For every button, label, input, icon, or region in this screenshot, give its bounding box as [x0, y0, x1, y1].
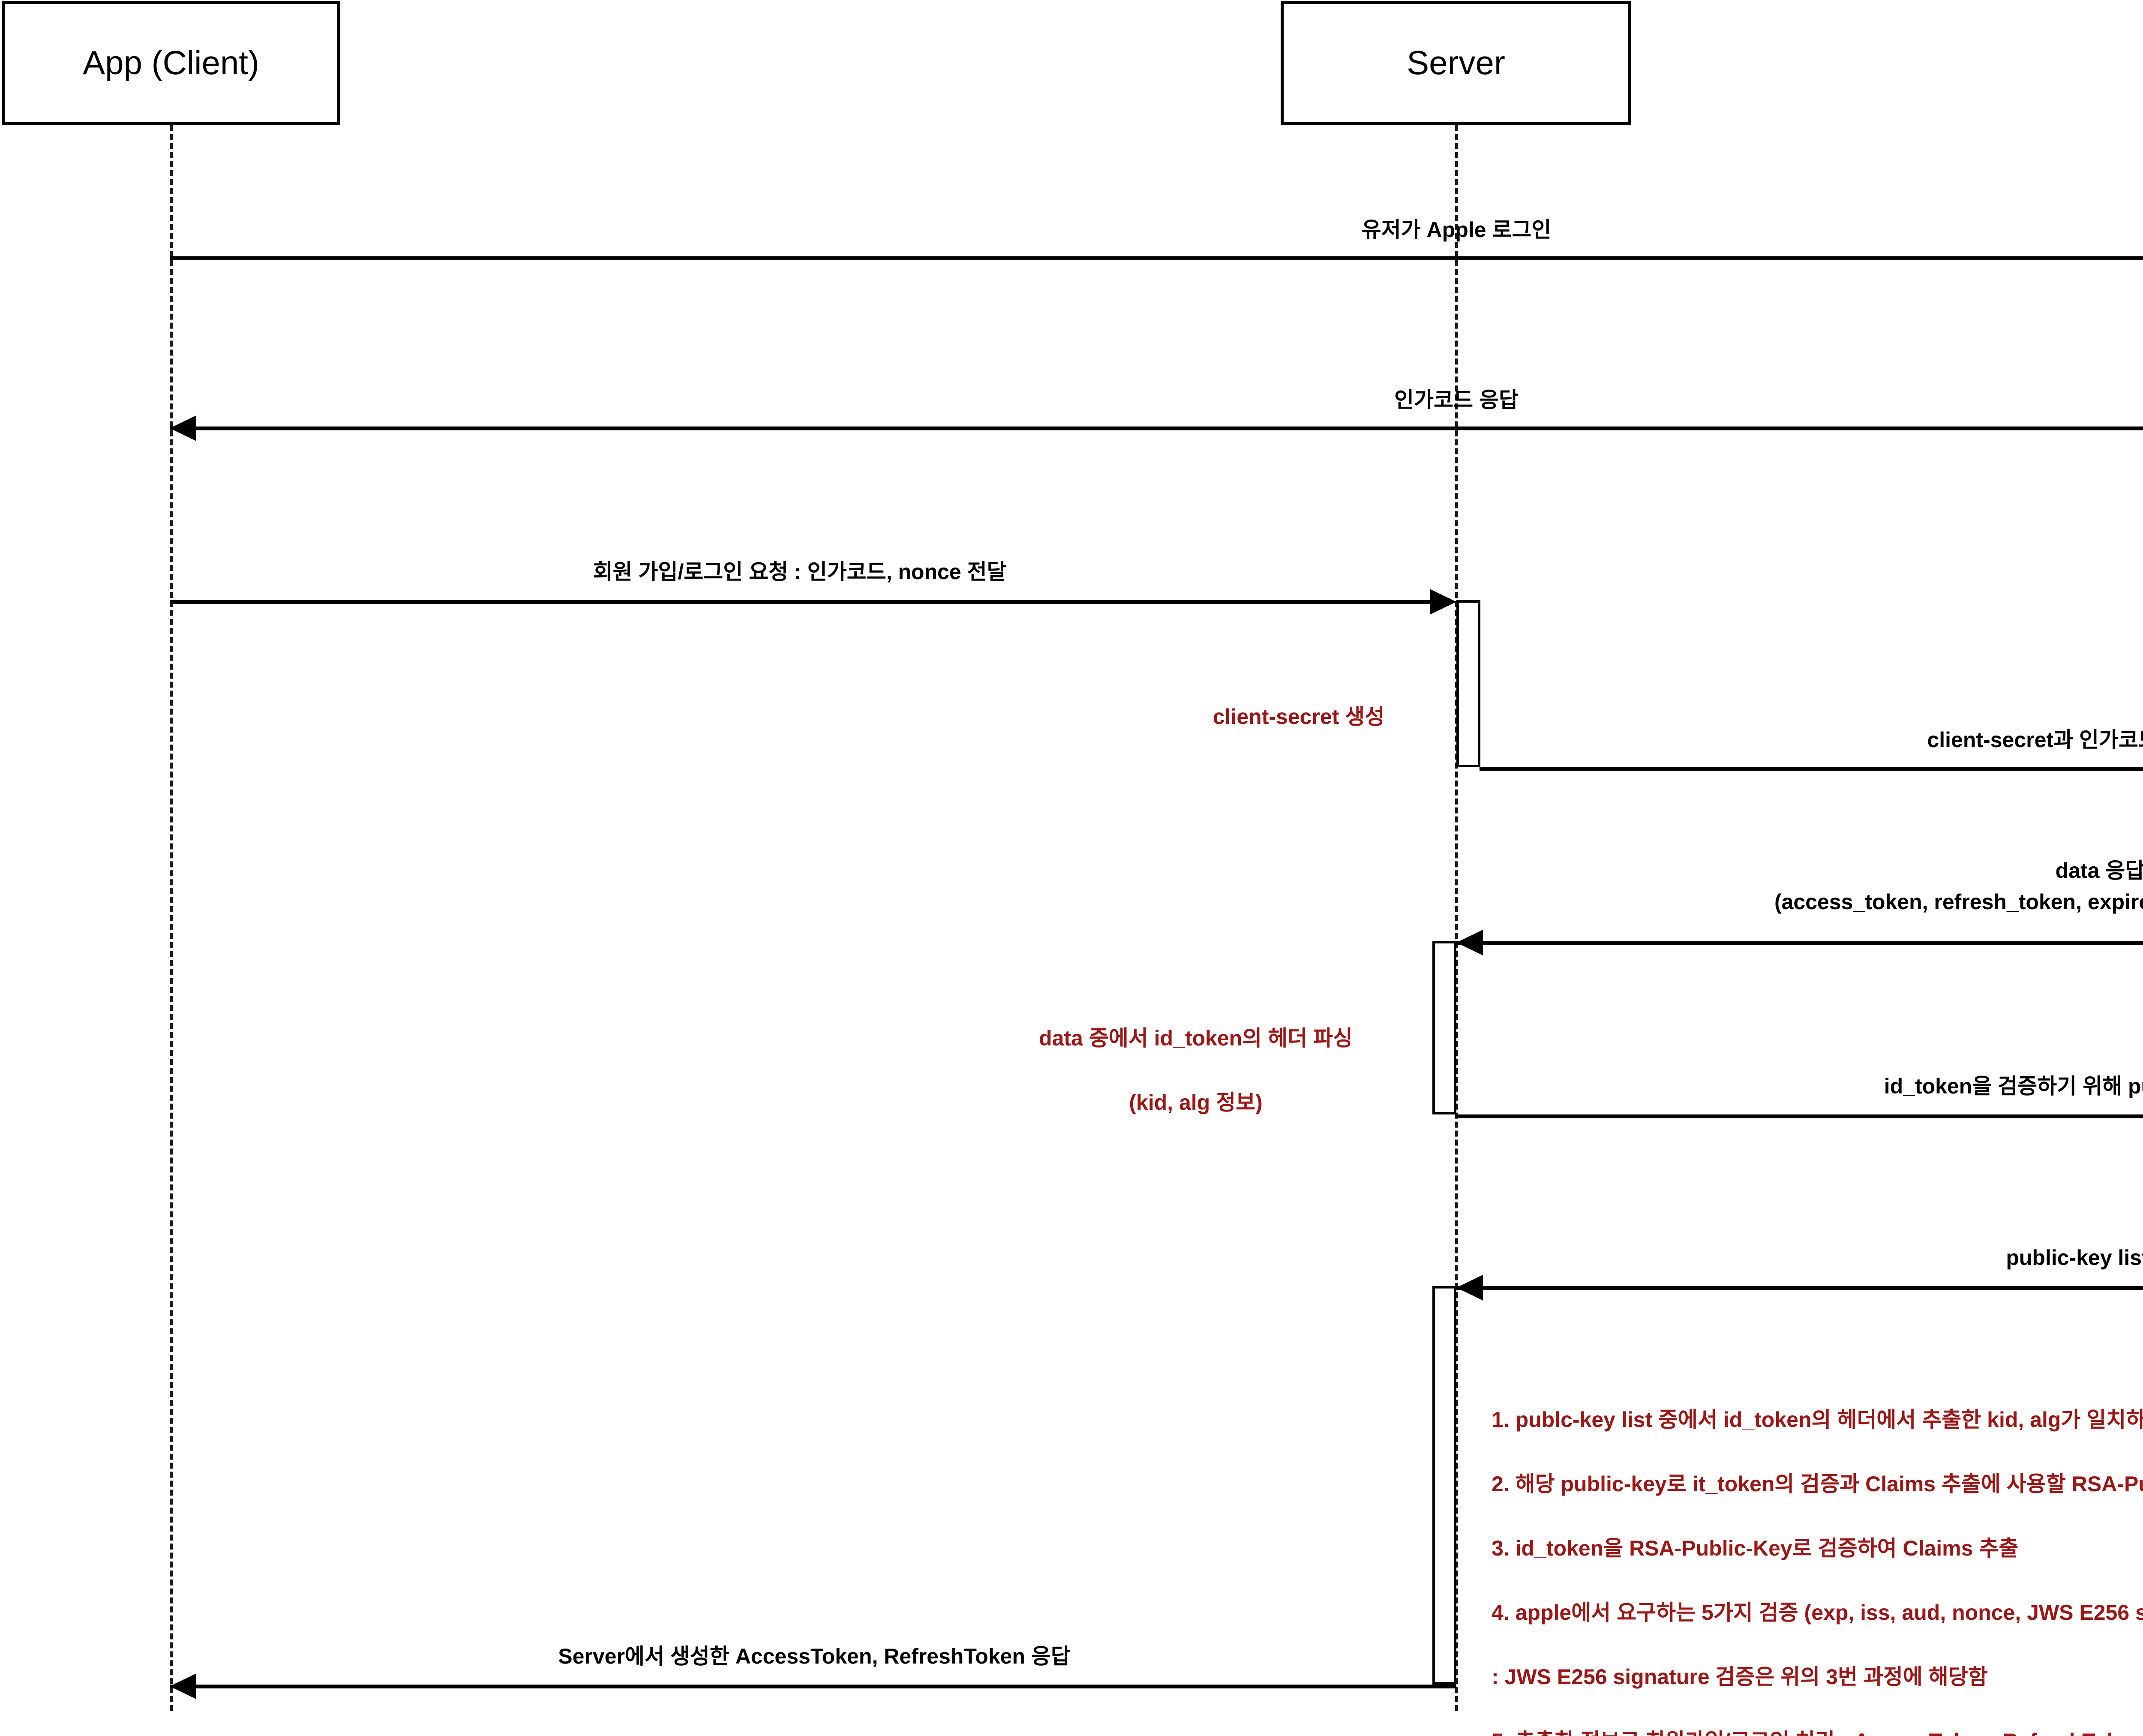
note-verification-steps-line-5: : JWS E256 signature 검증은 위의 3번 과정에 해당함	[1492, 1665, 1988, 1689]
lifeline-app	[170, 125, 173, 1711]
message-label-7: public-key list 응답	[2006, 1246, 2143, 1270]
message-label-8: Server에서 생성한 AccessToken, RefreshToken 응…	[558, 1644, 1071, 1668]
message-line-5	[1456, 941, 2143, 945]
note-client-secret-line-1: client-secret 생성	[1213, 705, 1385, 729]
activation-server-2	[1432, 941, 1456, 1114]
message-arrowhead-8	[170, 1673, 196, 1699]
message-line-8	[170, 1685, 1456, 1688]
note-verification-steps-line-1: 1. publc-key list 중에서 id_token의 헤더에서 추출한…	[1492, 1408, 2143, 1432]
message-label-6: id_token을 검증하기 위해 pulbic-key list 요청	[1884, 1074, 2143, 1098]
participant-server-label: Server	[1407, 44, 1505, 82]
message-arrowhead-2	[170, 415, 196, 441]
lifeline-server	[1455, 125, 1458, 1711]
message-label-5: data 응답 (access_token, refresh_token, ex…	[1774, 859, 2143, 914]
message-arrowhead-7	[1456, 1275, 1483, 1300]
message-line-4	[1480, 767, 2143, 771]
participant-app-label: App (Client)	[83, 44, 259, 82]
message-label-1: 유저가 Apple 로그인	[1361, 218, 1552, 242]
participant-server[interactable]: Server	[1281, 1, 1631, 125]
message-label-2: 인가코드 응답	[1394, 388, 1519, 412]
note-verification-steps-line-2: 2. 해당 public-key로 it_token의 검증과 Claims 추…	[1492, 1472, 2143, 1496]
message-line-2	[170, 426, 2143, 430]
note-id-token-header-line-2: (kid, alg 정보)	[1129, 1090, 1263, 1114]
activation-server-1	[1456, 600, 1480, 767]
message-line-3	[170, 600, 1432, 604]
note-id-token-header: data 중에서 id_token의 헤더 파싱 (kid, alg 정보)	[928, 990, 1464, 1151]
message-label-4: client-secret과 인가코드로 data 요청	[1927, 728, 2143, 752]
message-line-1	[170, 256, 2143, 260]
message-label-3: 회원 가입/로그인 요청 : 인가코드, nonce 전달	[593, 560, 1007, 584]
message-line-6	[1456, 1114, 2143, 1118]
note-client-secret: client-secret 생성	[1063, 669, 1534, 765]
note-verification-steps-line-4: 4. apple에서 요구하는 5가지 검증 (exp, iss, aud, n…	[1492, 1601, 2143, 1625]
message-arrowhead-3	[1430, 589, 1456, 615]
note-id-token-header-line-1: data 중에서 id_token의 헤더 파싱	[1039, 1026, 1353, 1050]
activation-server-3	[1432, 1286, 1456, 1685]
message-arrowhead-5	[1456, 930, 1483, 955]
participant-app[interactable]: App (Client)	[2, 1, 340, 125]
note-verification-steps: 1. publc-key list 중에서 id_token의 헤더에서 추출한…	[1492, 1372, 2143, 1736]
note-verification-steps-line-3: 3. id_token을 RSA-Public-Key로 검증하여 Claims…	[1492, 1536, 2019, 1560]
message-line-7	[1456, 1286, 2143, 1290]
